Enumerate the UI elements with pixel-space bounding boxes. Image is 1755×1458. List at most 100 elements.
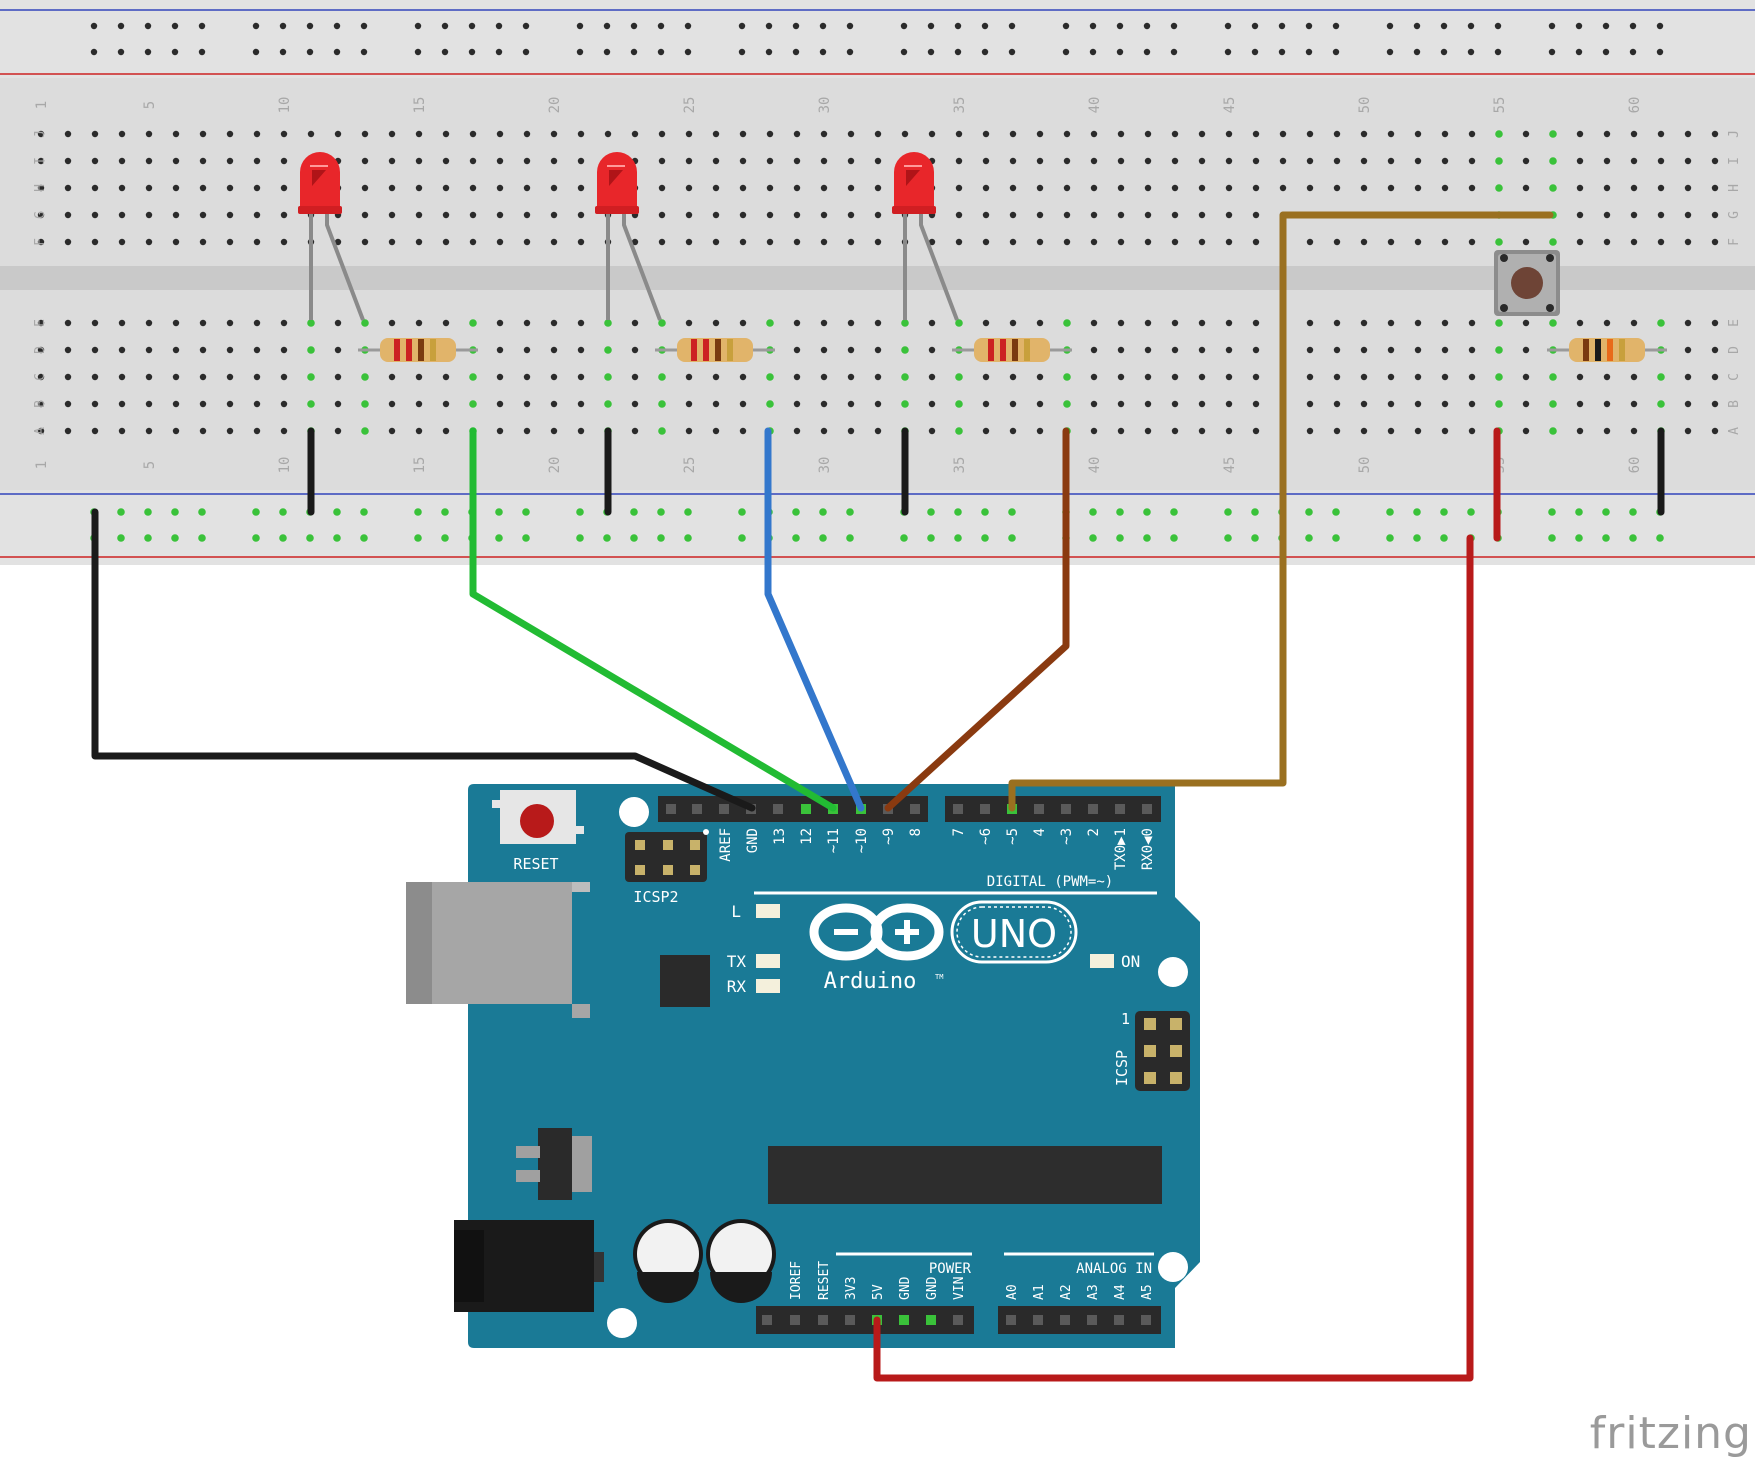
rail-hole	[1143, 534, 1151, 542]
rail-hole	[1548, 534, 1556, 542]
icsp-pin	[1170, 1045, 1182, 1057]
reset-button[interactable]	[520, 804, 554, 838]
breadboard-hole	[1684, 400, 1692, 408]
breadboard-hole	[1576, 400, 1584, 408]
voltage-regulator	[538, 1128, 572, 1200]
breadboard-hole	[955, 184, 963, 192]
breadboard-hole	[280, 427, 288, 435]
breadboard-hole	[118, 319, 126, 327]
breadboard-hole	[685, 238, 693, 246]
breadboard-hole	[469, 184, 477, 192]
breadboard-hole	[1117, 130, 1125, 138]
breadboard-hole	[1090, 319, 1098, 327]
breadboard-hole	[1522, 346, 1530, 354]
breadboard-hole	[766, 238, 774, 246]
column-number: 1	[34, 101, 50, 109]
logo-tm: TM	[935, 973, 943, 981]
breadboard-hole	[631, 319, 639, 327]
breadboard-hole	[712, 157, 720, 165]
breadboard-hole	[901, 319, 909, 327]
rail-hole	[279, 534, 287, 542]
breadboard-hole	[334, 238, 342, 246]
column-number: 1	[34, 461, 50, 469]
breadboard-hole	[1333, 157, 1341, 165]
breadboard-hole	[685, 427, 693, 435]
atmega-chip	[768, 1146, 1162, 1204]
breadboard-hole	[1576, 238, 1584, 246]
push-button[interactable]	[1494, 250, 1560, 316]
breadboard-hole	[37, 373, 45, 381]
breadboard-hole	[442, 184, 450, 192]
breadboard-hole	[955, 319, 963, 327]
breadboard-hole	[1090, 157, 1098, 165]
rail-hole	[738, 508, 746, 516]
svg-text:L: L	[731, 902, 741, 921]
breadboard-hole	[307, 346, 315, 354]
breadboard-hole	[334, 130, 342, 138]
breadboard-hole	[1090, 346, 1098, 354]
breadboard-hole	[1063, 184, 1071, 192]
breadboard-hole	[631, 238, 639, 246]
breadboard-hole	[496, 346, 504, 354]
breadboard-hole	[1414, 157, 1422, 165]
pin-11-wire	[469, 427, 837, 812]
breadboard-hole	[145, 346, 153, 354]
breadboard-hole	[199, 157, 207, 165]
breadboard-hole	[1603, 427, 1611, 435]
breadboard-hole	[1090, 130, 1098, 138]
breadboard-hole	[1657, 130, 1665, 138]
breadboard-hole	[793, 157, 801, 165]
rail-hole	[144, 534, 152, 542]
digital-pin	[692, 804, 702, 814]
rail-hole	[414, 22, 422, 30]
breadboard-hole	[739, 157, 747, 165]
row-label: B	[1727, 400, 1742, 408]
resistor	[655, 338, 775, 362]
breadboard-hole	[901, 346, 909, 354]
rail-hole	[1413, 508, 1421, 516]
rail-hole	[441, 48, 449, 56]
breadboard-hole	[1441, 427, 1449, 435]
breadboard-hole	[820, 157, 828, 165]
breadboard-hole	[604, 346, 612, 354]
breadboard-hole	[1144, 211, 1152, 219]
breadboard-hole	[496, 319, 504, 327]
breadboard-hole	[901, 373, 909, 381]
breadboard-hole	[1576, 130, 1584, 138]
breadboard-hole	[1387, 157, 1395, 165]
breadboard-hole	[1495, 130, 1503, 138]
rail-hole	[981, 534, 989, 542]
breadboard-hole	[1090, 238, 1098, 246]
breadboard-hole	[118, 211, 126, 219]
breadboard-hole	[1630, 157, 1638, 165]
breadboard-hole	[1711, 319, 1719, 327]
breadboard-hole	[199, 130, 207, 138]
breadboard-hole	[1144, 400, 1152, 408]
analog-pin	[1033, 1315, 1043, 1325]
breadboard-hole	[577, 130, 585, 138]
row-label: E	[1727, 319, 1742, 327]
breadboard-hole	[307, 130, 315, 138]
breadboard-hole	[1144, 346, 1152, 354]
rail-hole	[792, 22, 800, 30]
gnd-wire	[91, 508, 756, 812]
breadboard-hole	[928, 427, 936, 435]
breadboard-hole	[1630, 427, 1638, 435]
digital-pin	[801, 804, 811, 814]
rail-hole	[414, 534, 422, 542]
power-pin-label: RESET	[817, 1261, 832, 1300]
rail-hole	[1278, 22, 1286, 30]
breadboard-hole	[982, 211, 990, 219]
breadboard-hole	[1333, 373, 1341, 381]
rail-hole	[117, 508, 125, 516]
breadboard-hole	[1576, 184, 1584, 192]
breadboard-hole	[820, 130, 828, 138]
breadboard-hole	[334, 346, 342, 354]
breadboard-hole	[793, 373, 801, 381]
digital-pin	[1142, 804, 1152, 814]
breadboard-hole	[442, 427, 450, 435]
breadboard-hole	[280, 238, 288, 246]
breadboard-hole	[199, 184, 207, 192]
rail-hole	[927, 534, 935, 542]
breadboard-hole	[523, 427, 531, 435]
